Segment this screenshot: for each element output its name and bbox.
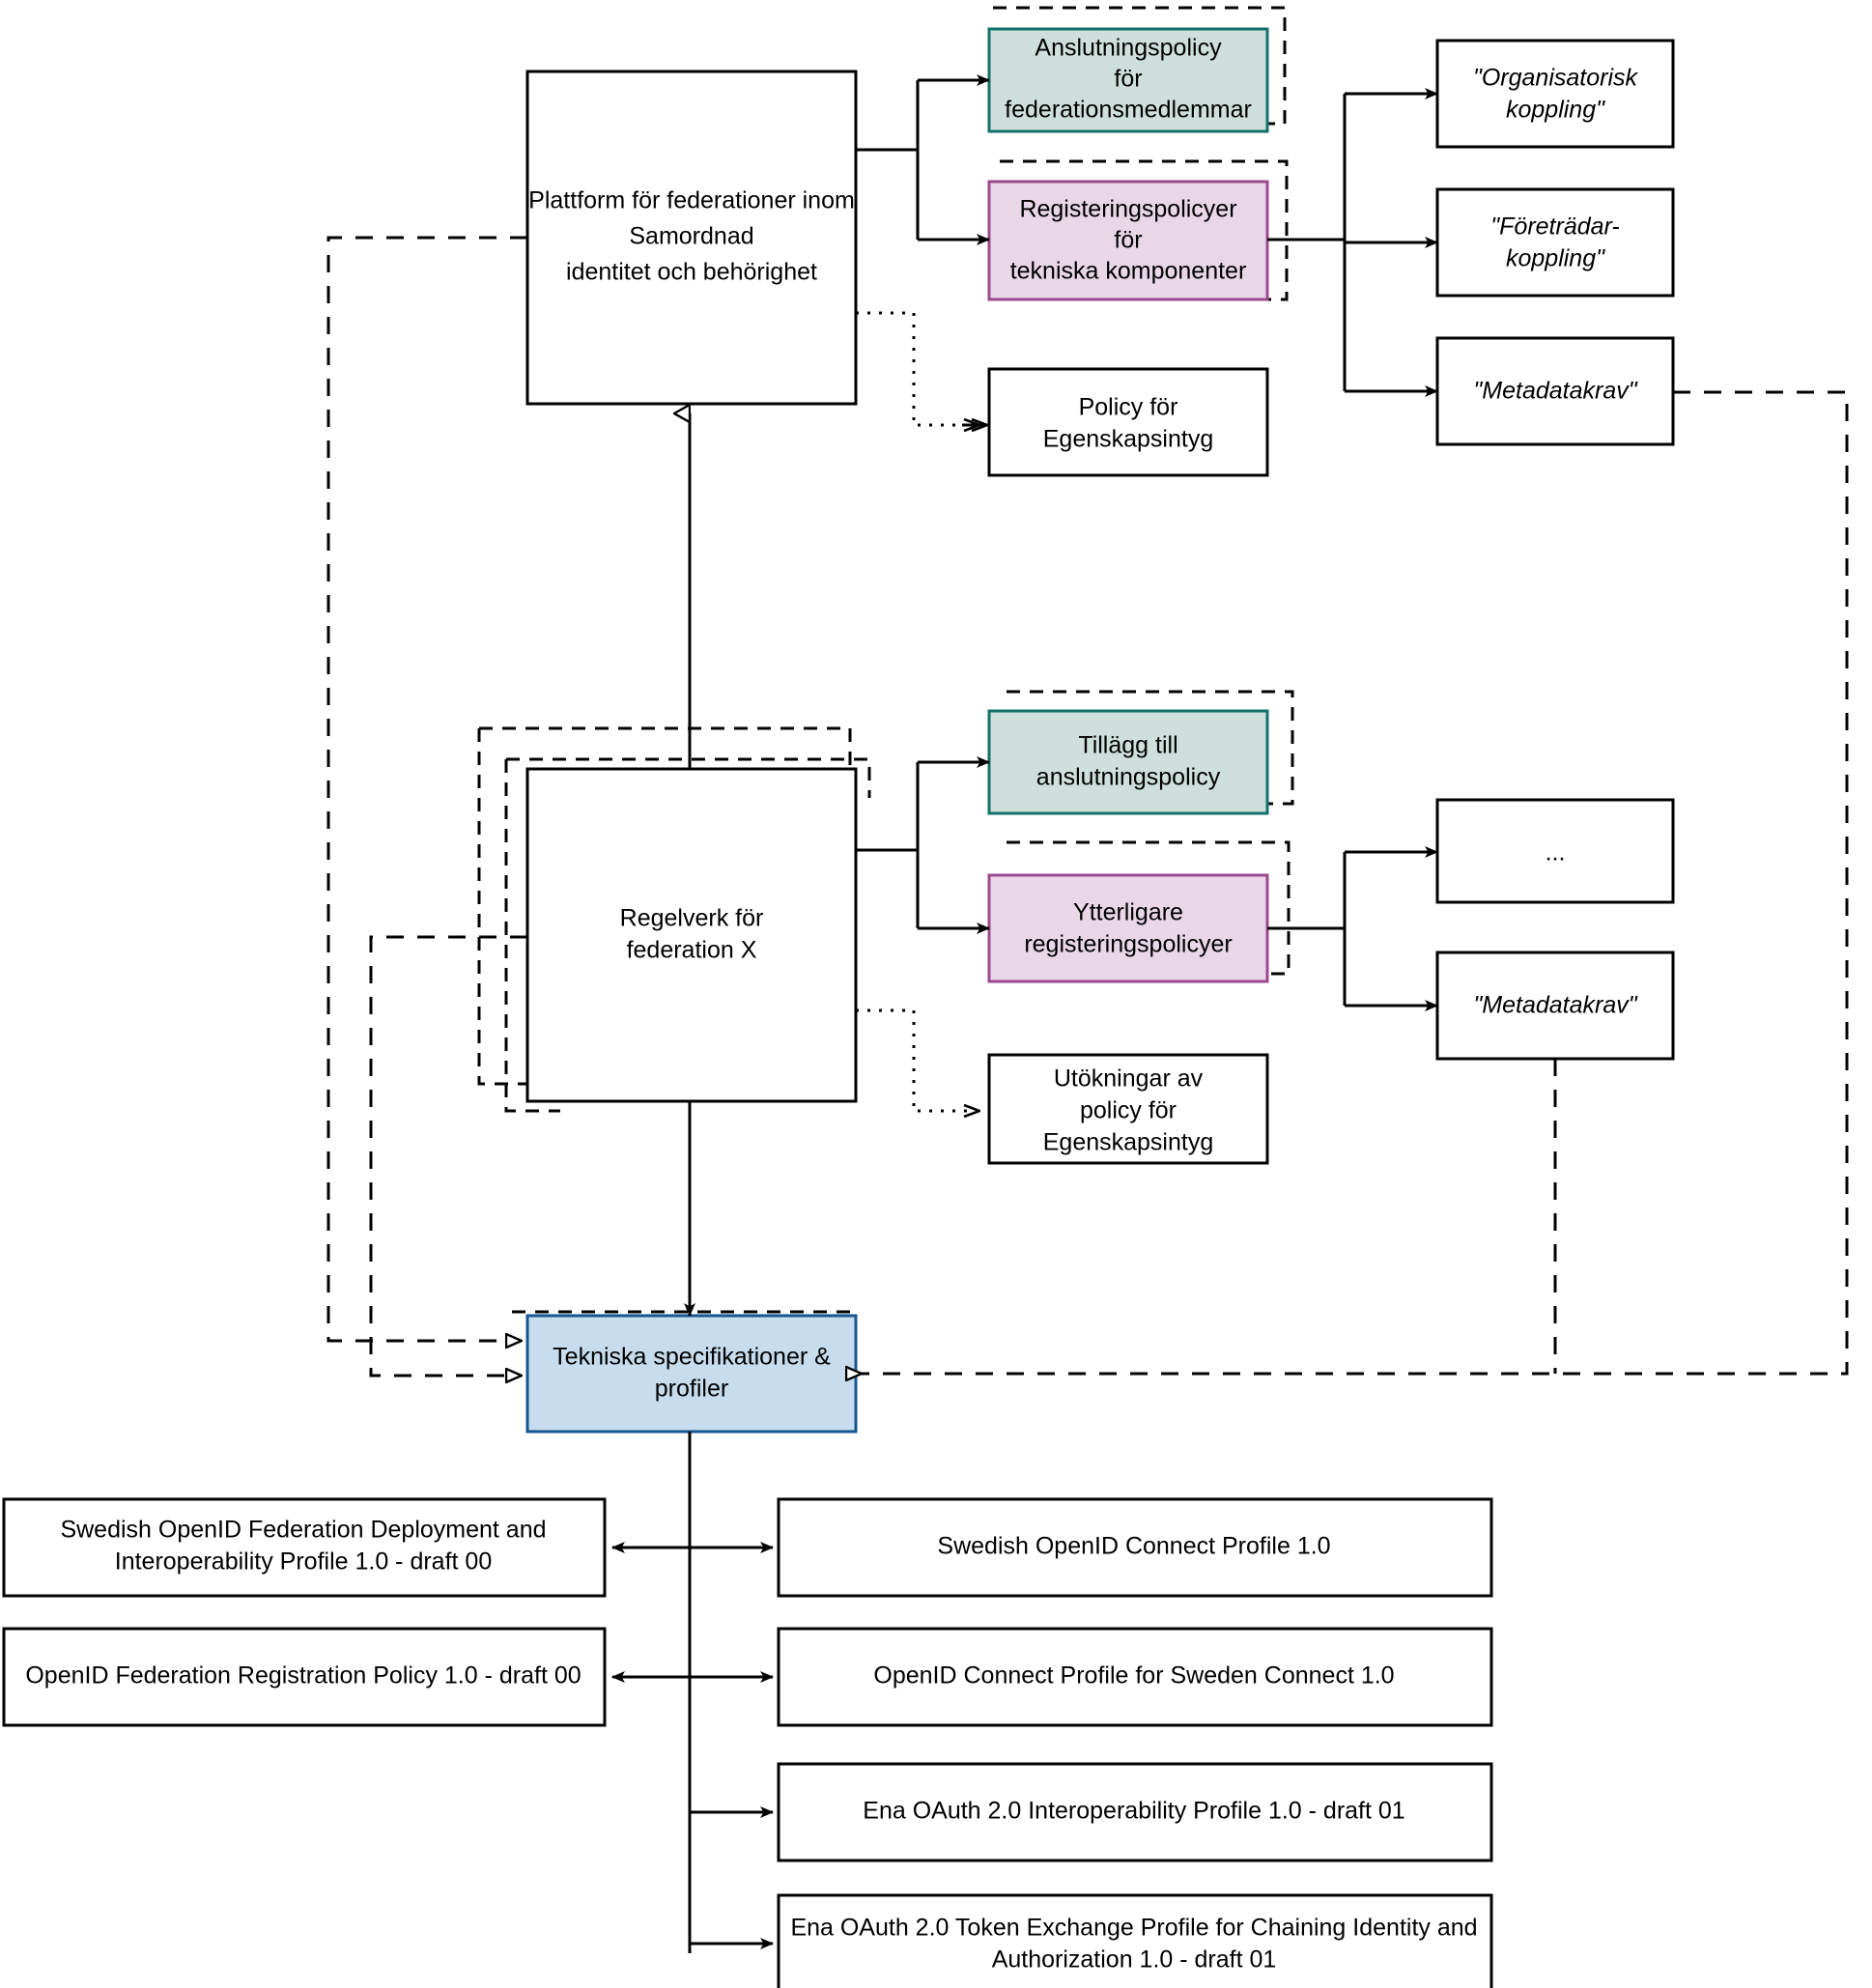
svg-text:policy för: policy för [1080, 1097, 1177, 1124]
label-tekniska: Tekniska specifikationer & profiler [553, 1344, 831, 1403]
label-organisatorisk: "Organisatorisk koppling" [1473, 65, 1639, 124]
svg-text:Regelverk för: Regelverk för [620, 905, 764, 932]
svg-text:federation X: federation X [627, 937, 757, 964]
svg-text:Samordnad: Samordnad [629, 223, 753, 250]
label-regelverk: Regelverk för federation X [620, 905, 764, 964]
ghost-outline-anslutningspolicy [993, 6, 1287, 126]
node-policy-egenskapsintyg-box[interactable] [987, 367, 1269, 477]
node-foretradar-box[interactable] [1435, 187, 1675, 298]
label-ena-token-exchange: Ena OAuth 2.0 Token Exchange Profile for… [790, 1915, 1477, 1974]
node-ena-interop-box[interactable] [777, 1762, 1493, 1862]
node-organisatorisk-box[interactable] [1435, 39, 1675, 149]
node-regelverk-box[interactable] [525, 767, 858, 1103]
label-swedish-oidc: Swedish OpenID Connect Profile 1.0 [937, 1533, 1330, 1560]
label-anslutningspolicy: Anslutningspolicy för federationsmedlemm… [1005, 35, 1252, 124]
svg-text:Interoperability Profile 1.0 -: Interoperability Profile 1.0 - draft 00 [115, 1548, 492, 1576]
ghost-outline-registeringspolicyer [1000, 159, 1289, 301]
edge-regelverk-to-utokningar [856, 1008, 979, 1111]
svg-text:"Företrädar-: "Företrädar- [1490, 213, 1619, 241]
svg-text:OpenID Connect Profile for Swe: OpenID Connect Profile for Sweden Connec… [873, 1662, 1394, 1690]
ghost-outline-ytterligare [1007, 840, 1291, 976]
svg-text:"Metadatakrav": "Metadatakrav" [1473, 992, 1637, 1019]
svg-text:Policy för: Policy för [1079, 394, 1178, 421]
svg-text:"Organisatorisk: "Organisatorisk [1473, 65, 1639, 92]
edge-platform-dep-tekniska [326, 236, 527, 1341]
svg-text:Egenskapsintyg: Egenskapsintyg [1043, 1129, 1214, 1156]
svg-text:Tillägg till: Tillägg till [1078, 732, 1177, 759]
svg-text:identitet och behörighet: identitet och behörighet [566, 259, 817, 286]
node-registration-policy-box[interactable] [2, 1627, 607, 1727]
svg-text:anslutningspolicy: anslutningspolicy [1036, 764, 1221, 791]
svg-text:Ytterligare: Ytterligare [1073, 899, 1183, 926]
ghost-outline-regelverk-inner [504, 757, 871, 1113]
label-utokningar: Utökningar av policy för Egenskapsintyg [1043, 1065, 1214, 1156]
svg-text:Ena OAuth 2.0 Token Exchange P: Ena OAuth 2.0 Token Exchange Profile for… [790, 1915, 1477, 1942]
svg-text:registeringspolicyer: registeringspolicyer [1024, 931, 1232, 958]
label-registeringspolicyer: Registeringspolicyer för tekniska kompon… [1010, 196, 1247, 285]
label-registration-policy: OpenID Federation Registration Policy 1.… [25, 1662, 581, 1690]
label-policy-egenskapsintyg: Policy för Egenskapsintyg [1043, 394, 1214, 453]
node-ena-token-exchange-box[interactable] [777, 1893, 1493, 1988]
svg-text:Plattform för federationer ino: Plattform för federationer inom [528, 187, 855, 214]
node-utokningar-box[interactable] [987, 1053, 1269, 1165]
svg-text:Egenskapsintyg: Egenskapsintyg [1043, 426, 1214, 453]
svg-text:Swedish OpenID Connect Profile: Swedish OpenID Connect Profile 1.0 [937, 1533, 1330, 1560]
svg-text:profiler: profiler [655, 1376, 728, 1403]
svg-text:för: för [1114, 66, 1142, 93]
svg-text:...: ... [1546, 839, 1566, 866]
svg-text:tekniska komponenter: tekniska komponenter [1010, 258, 1247, 285]
label-metadatakrav-mid: "Metadatakrav" [1473, 992, 1637, 1019]
node-tekniska-box[interactable] [525, 1314, 858, 1434]
node-platform-box[interactable] [525, 70, 858, 406]
svg-text:OpenID Federation Registration: OpenID Federation Registration Policy 1.… [25, 1662, 581, 1690]
node-tillagg-box[interactable] [987, 709, 1269, 815]
label-metadatakrav-top: "Metadatakrav" [1473, 378, 1637, 405]
node-ytterligare-box[interactable] [987, 873, 1269, 983]
svg-text:Anslutningspolicy: Anslutningspolicy [1035, 35, 1222, 62]
label-ytterligare: Ytterligare registeringspolicyer [1024, 899, 1232, 958]
edge-metadatakrav-top-dep-tekniska [862, 390, 1849, 1374]
svg-text:Swedish OpenID Federation Depl: Swedish OpenID Federation Deployment and [60, 1517, 546, 1544]
svg-text:för: för [1114, 227, 1142, 254]
svg-text:Authorization 1.0 - draft 01: Authorization 1.0 - draft 01 [992, 1946, 1277, 1974]
label-ena-interop: Ena OAuth 2.0 Interoperability Profile 1… [863, 1798, 1404, 1825]
node-metadatakrav-mid-box[interactable] [1435, 951, 1675, 1061]
svg-text:koppling": koppling" [1506, 245, 1605, 272]
ghost-outline-tillagg [1007, 690, 1294, 806]
svg-text:Utökningar av: Utökningar av [1054, 1065, 1204, 1093]
label-ellipsis: ... [1546, 839, 1566, 866]
node-oidc-sweden-connect-box[interactable] [777, 1627, 1493, 1727]
label-foretradar: "Företrädar- koppling" [1490, 213, 1619, 272]
svg-text:Tekniska specifikationer &: Tekniska specifikationer & [553, 1344, 831, 1371]
label-tillagg: Tillägg till anslutningspolicy [1036, 732, 1221, 791]
svg-text:Registeringspolicyer: Registeringspolicyer [1019, 196, 1236, 223]
label-platform: Plattform för federationer inom Samordna… [528, 187, 855, 286]
svg-text:federationsmedlemmar: federationsmedlemmar [1005, 97, 1252, 124]
svg-text:"Metadatakrav": "Metadatakrav" [1473, 378, 1637, 405]
node-swedish-oidc-box[interactable] [777, 1497, 1493, 1598]
label-oidc-sweden-connect: OpenID Connect Profile for Sweden Connec… [873, 1662, 1394, 1690]
ghost-outline-regelverk-outer [477, 726, 852, 1086]
svg-text:koppling": koppling" [1506, 97, 1605, 124]
node-swedish-deployment-box[interactable] [2, 1497, 607, 1598]
edge-platform-to-policy-egenskapsintyg [856, 311, 983, 427]
node-anslutningspolicy-box[interactable] [987, 27, 1269, 133]
edge-regelverk-dep-tekniska [369, 935, 527, 1376]
label-swedish-deployment: Swedish OpenID Federation Deployment and… [60, 1517, 546, 1576]
svg-text:Ena OAuth 2.0 Interoperability: Ena OAuth 2.0 Interoperability Profile 1… [863, 1798, 1404, 1825]
